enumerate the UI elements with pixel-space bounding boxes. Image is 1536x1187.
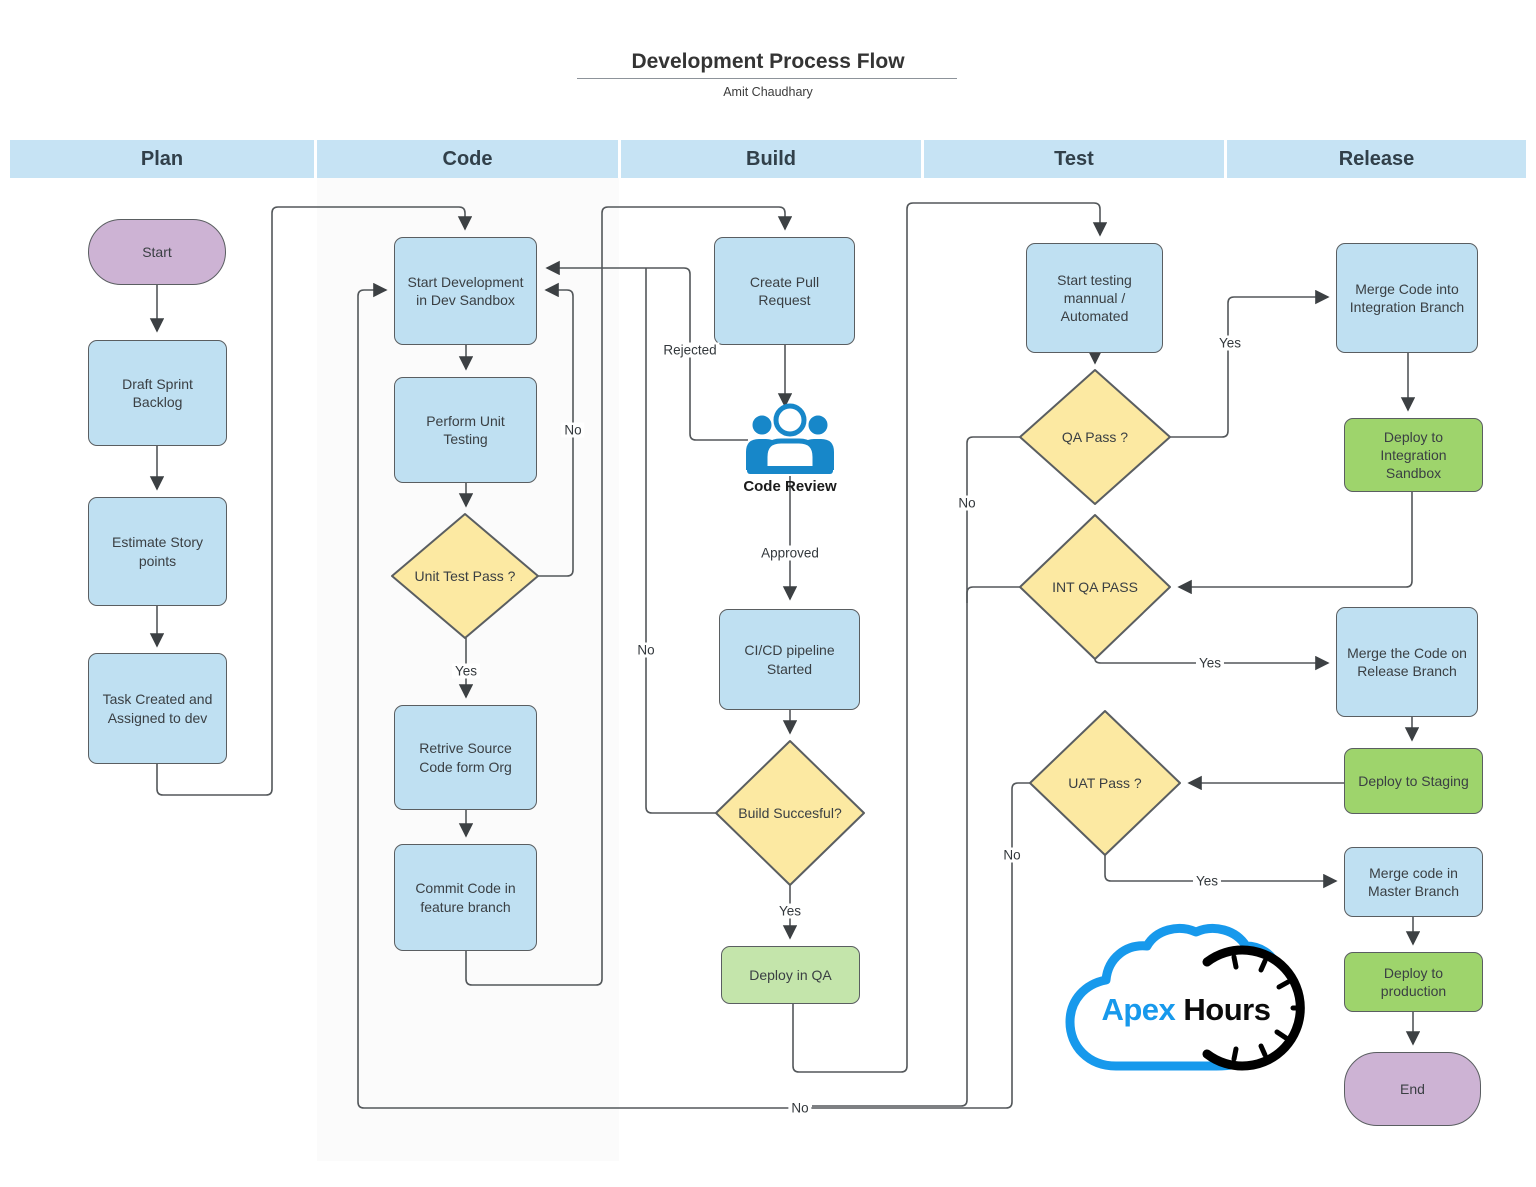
edge-commit-to-createpr — [465, 206, 793, 986]
page-title: Development Process Flow — [631, 50, 905, 73]
edge-label-unitpass-no: No — [561, 422, 585, 438]
edge-label-bottom-no: No — [788, 1100, 812, 1116]
node-draft-sprint-backlog[interactable]: Draft Sprint Backlog — [88, 340, 227, 446]
node-cicd-pipeline[interactable]: CI/CD pipeline Started — [719, 609, 860, 710]
lane-plan[interactable]: Plan — [10, 140, 314, 178]
edge-label-unitpass-yes: Yes — [451, 663, 481, 679]
node-start[interactable]: Start — [88, 219, 226, 285]
node-start-development[interactable]: Start Development in Dev Sandbox — [394, 237, 537, 345]
edge-label-qapass-no: No — [955, 495, 979, 511]
lane-test[interactable]: Test — [924, 140, 1224, 178]
node-merge-master[interactable]: Merge code in Master Branch — [1344, 847, 1483, 917]
node-end[interactable]: End — [1344, 1052, 1481, 1126]
edge-label-build-yes: Yes — [775, 903, 805, 919]
edge-label-qapass-yes: Yes — [1215, 335, 1245, 351]
lane-release[interactable]: Release — [1227, 140, 1526, 178]
node-merge-release[interactable]: Merge the Code on Release Branch — [1336, 607, 1478, 717]
edge-build-no-to-startdev — [645, 268, 716, 814]
logo-apex-text: Apex — [1101, 992, 1176, 1027]
edge-deployintegration-to-intqa — [1177, 492, 1413, 595]
node-qa-pass-diamond[interactable] — [1019, 369, 1171, 505]
edge-qapass-yes-to-mergeintegration — [1170, 289, 1330, 438]
edge-task-to-startdev — [156, 206, 473, 796]
logo-clock-face — [1185, 950, 1301, 1066]
edge-label-build-no: No — [634, 642, 658, 658]
apex-hours-logo-text: Apex Hours — [1090, 992, 1282, 1028]
node-deploy-in-qa[interactable]: Deploy in QA — [721, 946, 860, 1004]
node-int-qa-pass-diamond[interactable] — [1019, 514, 1171, 660]
edge-uatpass-yes-to-mergemaster — [1104, 855, 1338, 889]
edge-intqa-no-merge — [966, 586, 1020, 603]
edge-uatpass-no-to-startdev — [357, 282, 1031, 1109]
logo-clock-ticks — [1231, 954, 1299, 1062]
lane-code[interactable]: Code — [317, 140, 618, 178]
node-create-pull-request[interactable]: Create Pull Request — [714, 237, 855, 345]
code-review-people-icon — [744, 403, 836, 474]
logo-clock-ring — [1202, 945, 1305, 1071]
edge-label-approved: Approved — [758, 545, 822, 561]
swimlane-header-strip: Plan Code Build Test Release — [10, 140, 1526, 178]
edge-label-uatpass-no: No — [1000, 847, 1024, 863]
node-uat-pass-diamond[interactable] — [1029, 710, 1181, 856]
node-estimate-story-points[interactable]: Estimate Story points — [88, 497, 227, 606]
logo-hours-text: Hours — [1183, 992, 1271, 1027]
title-underline — [577, 78, 957, 79]
node-start-testing[interactable]: Start testing mannual / Automated — [1026, 243, 1163, 353]
edge-label-intqa-yes: Yes — [1195, 655, 1225, 671]
edge-qapass-no-down — [812, 436, 1020, 1107]
node-commit-code[interactable]: Commit Code in feature branch — [394, 844, 537, 951]
apex-hours-logo — [1065, 924, 1305, 1071]
node-perform-unit-testing[interactable]: Perform Unit Testing — [394, 377, 537, 483]
edge-label-rejected: Rejected — [660, 342, 720, 358]
edge-label-uatpass-yes: Yes — [1192, 873, 1222, 889]
page-subtitle: Amit Chaudhary — [723, 85, 813, 99]
node-deploy-staging[interactable]: Deploy to Staging — [1344, 748, 1483, 814]
node-task-created[interactable]: Task Created and Assigned to dev — [88, 653, 227, 764]
node-build-successful-diamond[interactable] — [715, 740, 865, 886]
edge-deployqa-to-starttesting — [792, 202, 1108, 1073]
node-deploy-production[interactable]: Deploy to production — [1344, 952, 1483, 1012]
node-unit-test-pass-diamond[interactable] — [391, 513, 539, 639]
node-deploy-integration[interactable]: Deploy to Integration Sandbox — [1344, 418, 1483, 492]
lane-build[interactable]: Build — [621, 140, 921, 178]
code-review-label: Code Review — [743, 478, 837, 495]
node-merge-integration[interactable]: Merge Code into Integration Branch — [1336, 243, 1478, 353]
node-retrieve-source[interactable]: Retrive Source Code form Org — [394, 705, 537, 810]
